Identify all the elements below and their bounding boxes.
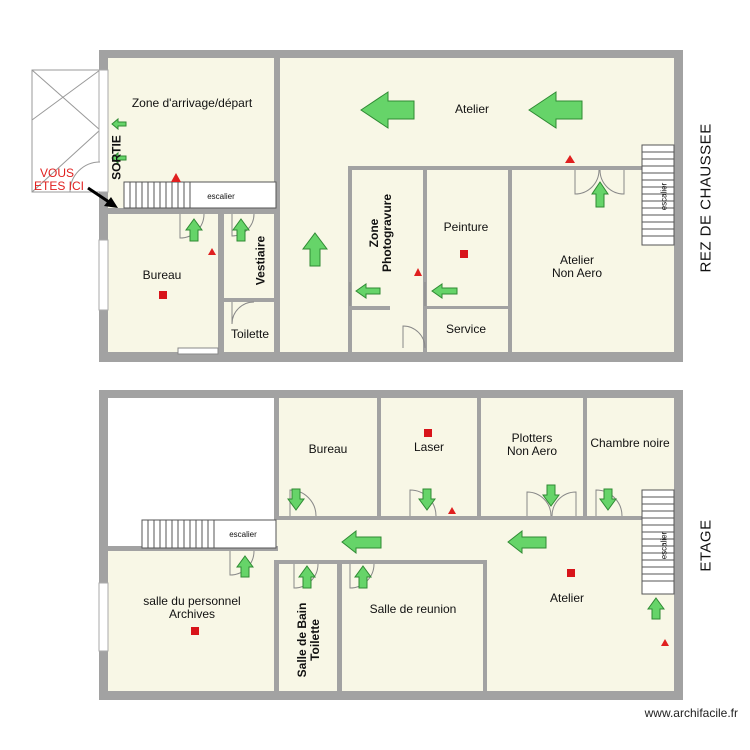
room-workshop: Atelier (454, 102, 489, 116)
upper-room-meeting: Salle de reunion (369, 602, 457, 616)
room-non-aero-workshop: Atelier Non Aero (512, 254, 642, 280)
ground-right-stairs (641, 144, 675, 246)
arrow-up-icon (236, 555, 254, 578)
alarm-triangle-icon (414, 268, 422, 276)
arrow-up-icon (232, 218, 250, 242)
arrow-left-icon (111, 117, 127, 131)
upper-right-stairs (641, 489, 675, 595)
upper-room-bathroom: Salle de Bain Toilette (295, 590, 322, 690)
ground-floor-title: REZ DE CHAUSSEE (697, 123, 715, 273)
you-are-here-label: VOUS ETES ICI (34, 167, 84, 193)
alarm-triangle-icon (661, 639, 669, 646)
plotters-line2: Non Aero (506, 444, 558, 458)
alarm-triangle-icon (171, 173, 181, 182)
alarm-markers (171, 155, 669, 646)
upper-floor (98, 390, 683, 700)
alarm-triangle-icon (448, 507, 456, 514)
upper-room-office: Bureau (308, 442, 348, 456)
right-stairs-label: escalier (659, 182, 669, 211)
arrow-up-icon (647, 597, 665, 620)
upper-stairs-label: escalier (229, 530, 257, 539)
arrow-down-icon (287, 488, 305, 511)
room-paint: Peinture (443, 220, 489, 234)
room-service: Service (445, 322, 486, 336)
arrow-up-icon (185, 218, 203, 242)
upper-room-darkroom: Chambre noire (590, 436, 670, 450)
upper-floor-title: ETAGE (697, 519, 715, 572)
non-aero-line1: Atelier (559, 253, 594, 267)
arrow-down-icon (599, 488, 617, 511)
credit-text: www.archifacile.fr (644, 706, 738, 720)
arrow-down-icon (418, 488, 436, 511)
upper-room-staff: salle du personnel Archives (112, 595, 272, 621)
non-aero-line2: Non Aero (551, 266, 603, 280)
bath-line2: Toilette (308, 619, 322, 661)
here-line1: VOUS (40, 166, 75, 180)
alarm-triangle-icon (208, 248, 216, 255)
upper-room-workshop: Atelier (549, 591, 584, 605)
arrow-up-icon (298, 565, 316, 589)
photo-line2: Photogravure (380, 194, 394, 273)
ground-stairs (123, 181, 277, 209)
arrow-left-icon (431, 283, 458, 299)
room-office: Bureau (142, 268, 182, 282)
room-cloakroom: Vestiaire (253, 235, 268, 286)
here-line2: ETES ICI (34, 179, 85, 193)
arrow-up-icon (354, 565, 372, 589)
evacuation-arrows (111, 91, 665, 620)
arrow-left-icon (355, 283, 381, 299)
plotters-line1: Plotters (511, 431, 553, 445)
extinguisher-icon (567, 569, 575, 577)
extinguisher-icon (159, 291, 167, 299)
arrow-up-icon (591, 181, 609, 208)
upper-room-laser: Laser (413, 440, 445, 454)
arrow-left-icon (341, 529, 382, 555)
room-photoengraving: Zone Photogravure (367, 183, 394, 283)
arrow-left-icon (111, 151, 127, 165)
upper-room-plotters: Plotters Non Aero (482, 432, 582, 458)
arrow-down-icon (542, 484, 560, 507)
arrow-left-icon (528, 91, 583, 129)
staff-line2: Archives (168, 607, 215, 621)
room-toilet: Toilette (230, 327, 270, 341)
extinguisher-icon (460, 250, 468, 258)
extinguisher-icon (424, 429, 432, 437)
staff-line1: salle du personnel (143, 594, 241, 608)
stairs-label: escalier (207, 192, 235, 201)
upper-stairs (141, 519, 277, 549)
extinguisher-icon (191, 627, 199, 635)
alarm-triangle-icon (565, 155, 575, 163)
room-arrivals: Zone d'arrivage/départ (131, 96, 253, 110)
arrow-left-icon (360, 91, 415, 129)
exit-label: SORTIE (109, 135, 124, 180)
exit-door (69, 161, 101, 193)
upper-right-stairs-label: escalier (659, 531, 669, 560)
you-are-here-arrow-icon (87, 186, 118, 208)
arrow-up-icon (302, 232, 328, 267)
extinguisher-markers (159, 250, 575, 635)
arrow-left-icon (507, 529, 547, 555)
